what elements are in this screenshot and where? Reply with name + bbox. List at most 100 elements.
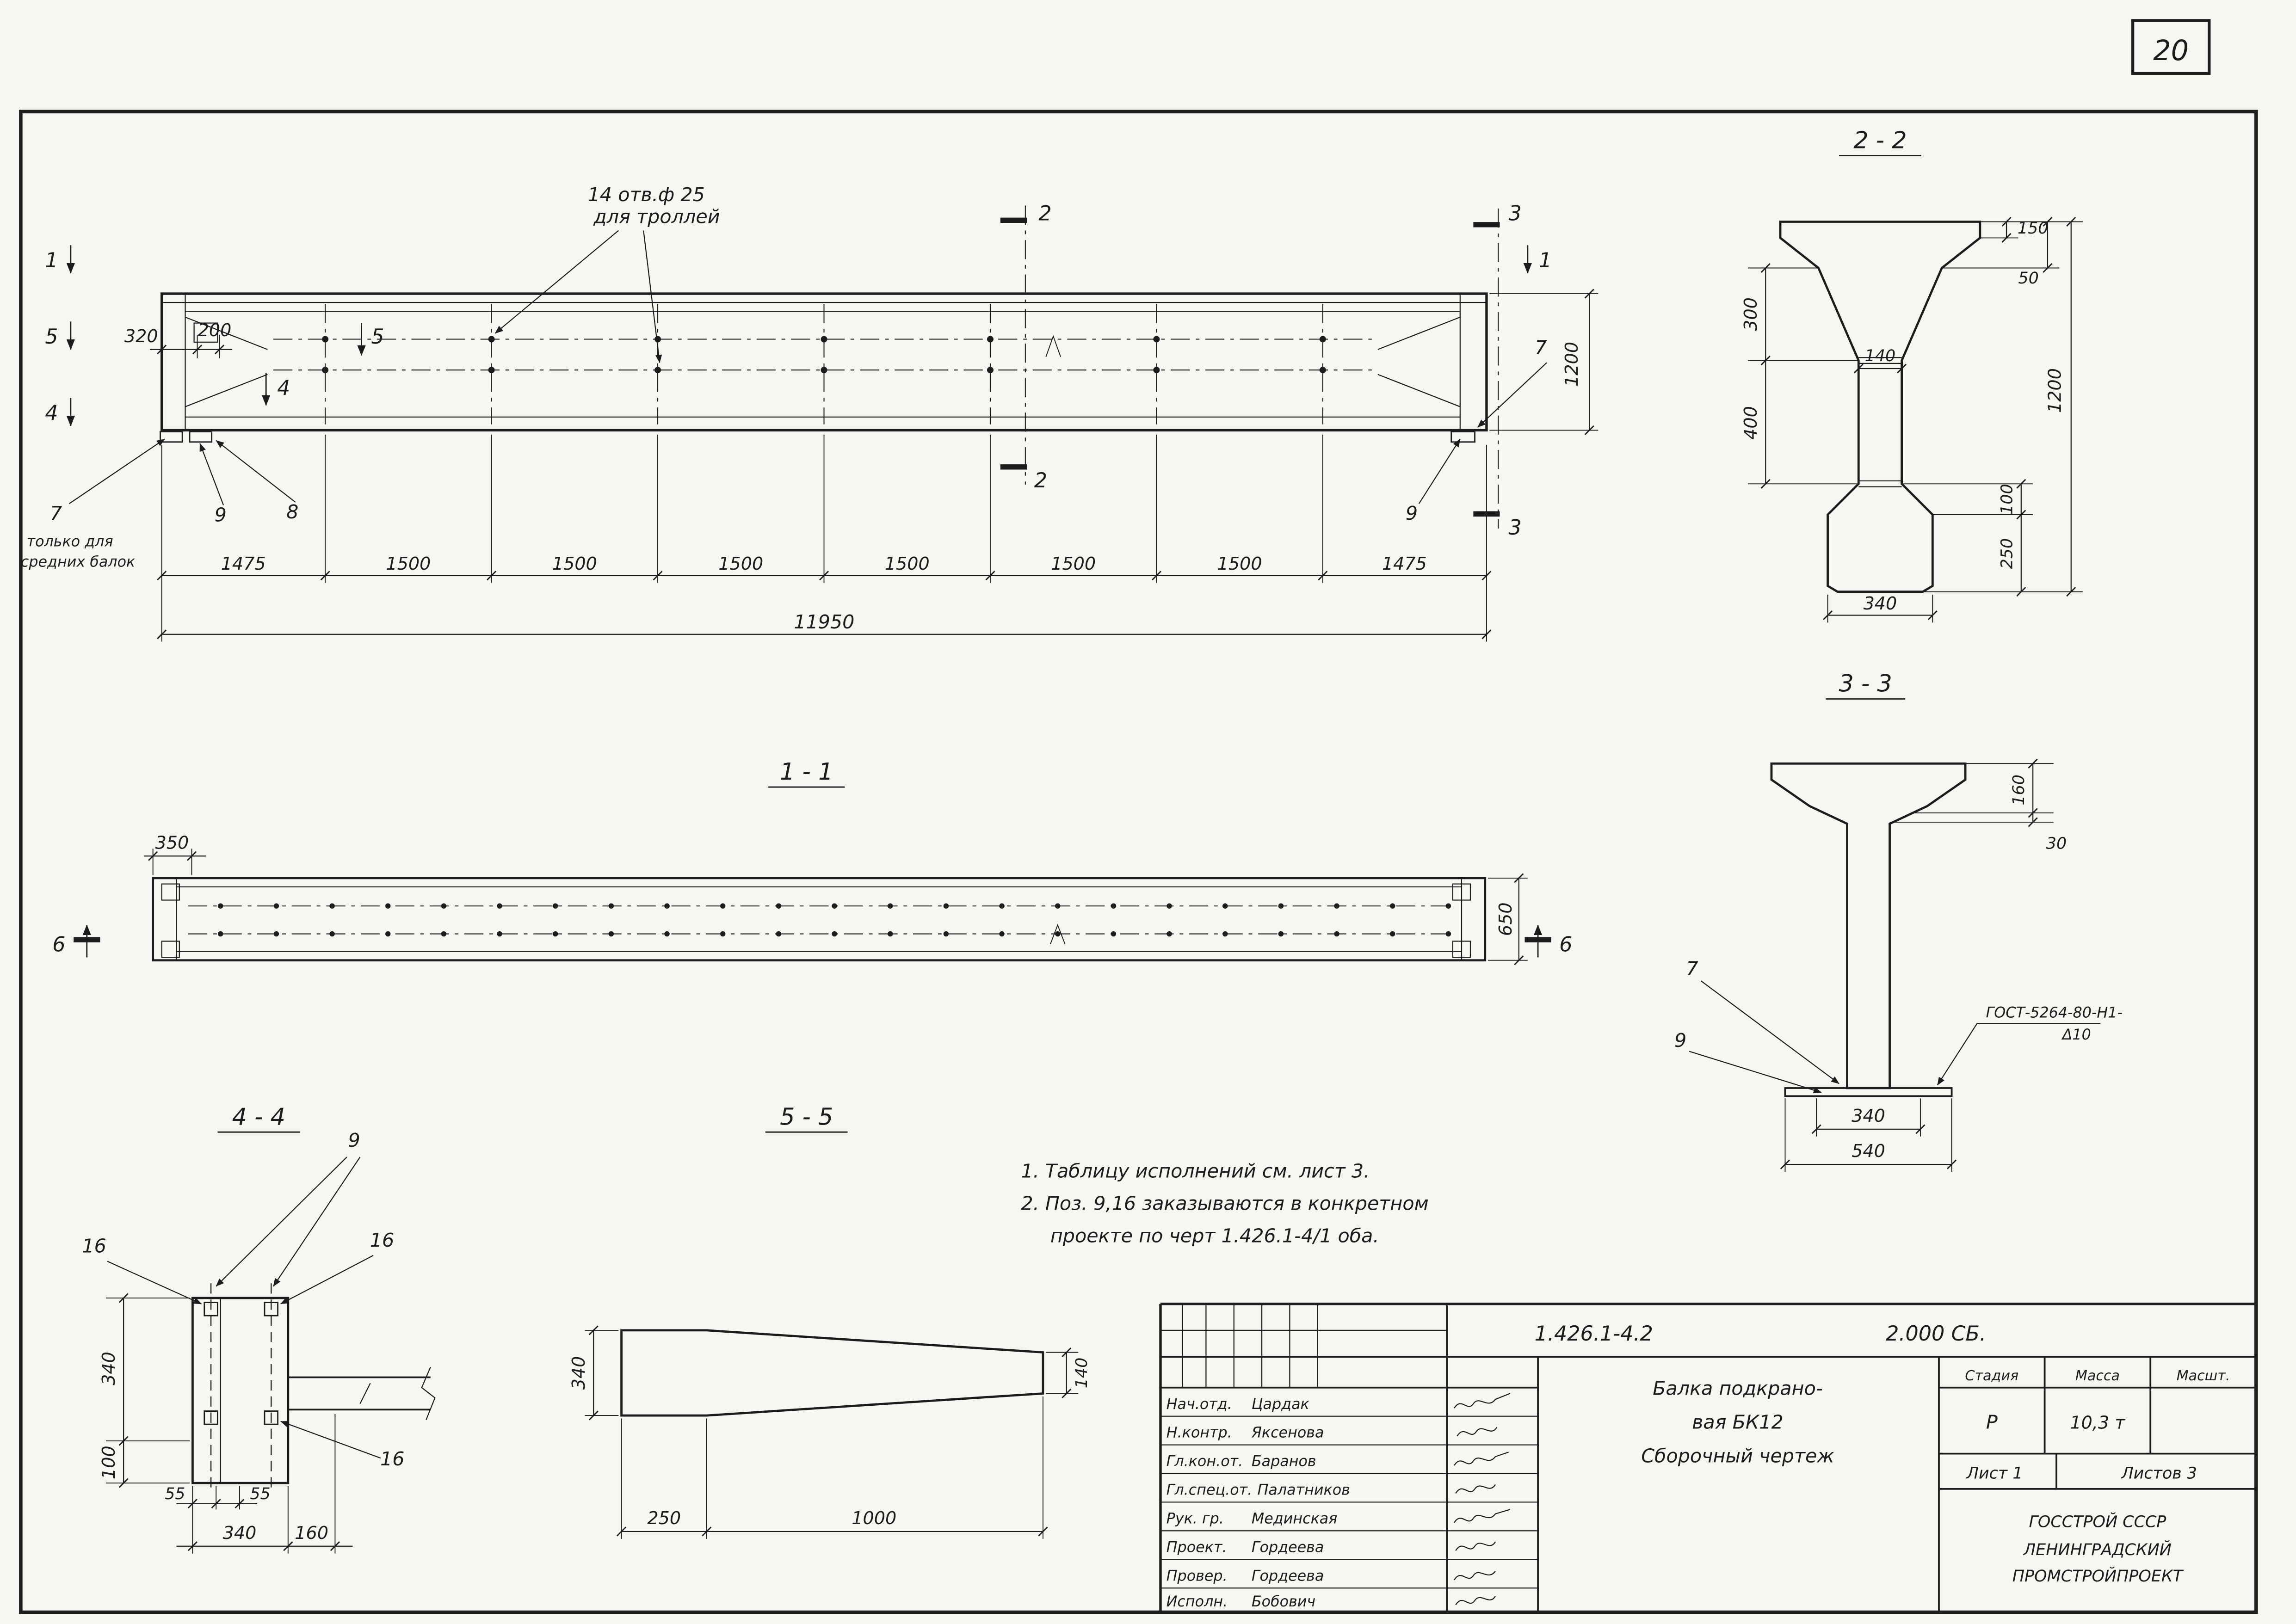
pos-label-7-right: 7 [1535, 336, 1547, 358]
drawing-title-line3: Сборочный чертеж [1641, 1445, 1834, 1467]
role-label: Нач.отд. [1167, 1396, 1232, 1413]
bolt-detail [264, 1410, 279, 1425]
pos-label-7: 7 [1686, 957, 1698, 979]
pos-label-8: 8 [286, 501, 298, 523]
dim-label: 1200 [1562, 342, 1582, 387]
person-name: Палатников [1258, 1482, 1350, 1499]
section-5-5: 5 - 5 340 140 250 1000 [568, 1103, 1091, 1539]
beam-elevation-view: 1 5 4 320 200 5 4 14 отв.ф 25 для тролле… [21, 184, 1599, 642]
dim-label: 100 [1998, 484, 2017, 515]
doc-code: 2.000 СБ. [1886, 1322, 1986, 1346]
pos-label-9: 9 [1674, 1029, 1686, 1052]
dim-label: 250 [1998, 538, 2017, 569]
dim-label: 320 [124, 326, 158, 346]
dim-total-label: 11950 [794, 611, 854, 633]
section-marker-4-inner: 4 [277, 376, 290, 400]
pos-label-9-right: 9 [1406, 502, 1418, 524]
section-marker-1-right: 1 [1539, 249, 1552, 272]
person-name: Яксенова [1251, 1425, 1324, 1441]
end-detail [193, 322, 218, 343]
dim-label: 1500 [885, 554, 930, 574]
dim-label: 160 [2010, 775, 2028, 806]
dim-label: 140 [1865, 347, 1896, 365]
section-title: 3 - 3 [1839, 670, 1892, 697]
note-line3: проекте по черт 1.426.1-4/1 оба. [1050, 1224, 1379, 1247]
sheet-number-box [2131, 19, 2211, 75]
note-line1: 1. Таблицу исполнений см. лист 3. [1021, 1160, 1370, 1182]
bearing-plate [189, 431, 213, 443]
role-label: Гл.кон.от. [1167, 1453, 1243, 1470]
dim-label: 55 [165, 1485, 185, 1503]
section-marker-5-inner: 5 [371, 325, 384, 349]
section-marker-3-top: 3 [1509, 202, 1522, 225]
dim-label: 1500 [1217, 554, 1262, 574]
end-unit-outline [191, 1297, 290, 1484]
cross-section-outline [1779, 221, 1981, 593]
dim-label: 1475 [1382, 554, 1427, 574]
bolt-detail [204, 1302, 218, 1316]
cross-section-outline [1770, 762, 1967, 1089]
dim-label: 150 [2018, 219, 2049, 238]
dim-label: 140 [1073, 1358, 1091, 1389]
drawing-title-line1: Балка подкрано- [1653, 1378, 1823, 1400]
hole-note-line2: для троллей [593, 206, 720, 228]
person-name: Гордеева [1252, 1568, 1324, 1584]
bottom-plate [1784, 1087, 1953, 1097]
dim-label: 350 [155, 832, 189, 853]
sheet-number: 20 [2153, 35, 2189, 67]
dim-label: 100 [99, 1446, 119, 1479]
person-name: Бобович [1252, 1593, 1315, 1610]
bolt-detail [204, 1410, 218, 1425]
doc-number: 1.426.1-4.2 [1535, 1322, 1653, 1346]
section-marker-2-top: 2 [1038, 202, 1051, 225]
dim-label: 1200 [2045, 368, 2065, 413]
section-title: 2 - 2 [1853, 127, 1907, 154]
section-title: 5 - 5 [780, 1103, 833, 1130]
section-marker-1-left: 1 [45, 249, 58, 272]
pos-label-9-left: 9 [215, 504, 227, 526]
dim-label: 1500 [718, 554, 763, 574]
mass-value: 10,3 т [2070, 1413, 2126, 1433]
dim-label: 200 [198, 320, 232, 340]
sheet-frame: 20 [19, 19, 2258, 1614]
dim-label: 650 [1495, 902, 1516, 936]
section-marker-6-left: 6 [52, 933, 65, 957]
drawing-border [19, 110, 2258, 1614]
notes: 1. Таблицу исполнений см. лист 3. 2. Поз… [1021, 1160, 1428, 1247]
dim-label: 1500 [552, 554, 597, 574]
sheets-label: Листов 3 [2120, 1464, 2197, 1483]
person-name: Цардак [1252, 1396, 1309, 1413]
dim-label: 30 [2046, 834, 2067, 853]
role-label: Н.контр. [1167, 1425, 1232, 1441]
weld-note-line2: Δ10 [2061, 1027, 2091, 1043]
dim-label: 340 [1864, 593, 1897, 614]
dim-label: 340 [99, 1352, 119, 1385]
dim-label: 540 [1852, 1141, 1885, 1161]
dim-label: 1000 [852, 1508, 896, 1528]
role-label: Рук. гр. [1167, 1510, 1224, 1527]
side-note-line2: средних балок [21, 554, 135, 571]
section-marker-6-right: 6 [1559, 933, 1572, 957]
dim-label: 340 [223, 1523, 257, 1543]
person-name: Баранов [1252, 1453, 1316, 1470]
section-marker-2-bottom: 2 [1034, 469, 1047, 492]
pos-label-16: 16 [370, 1229, 395, 1251]
bolt-detail [264, 1302, 279, 1316]
taper-plate-outline [620, 1329, 1044, 1417]
title-block: 1.426.1-4.2 2.000 СБ. Нач.отд. Цардак Н.… [1159, 1303, 2256, 1612]
dim-label: 1475 [221, 554, 266, 574]
org-line1: ГОССТРОЙ СССР [2029, 1512, 2166, 1531]
section-title: 4 - 4 [232, 1103, 285, 1130]
person-name: Гордеева [1252, 1539, 1324, 1556]
plan-outline [152, 877, 1487, 962]
pos-label-16: 16 [380, 1448, 405, 1470]
dim-label: 50 [2018, 269, 2038, 288]
pos-label-7-left: 7 [50, 502, 62, 524]
note-line2: 2. Поз. 9,16 заказываются в конкретном [1021, 1193, 1428, 1215]
sheet-label: Лист 1 [1966, 1464, 2023, 1483]
dim-label: 340 [1852, 1106, 1885, 1126]
drawing-title-line2: вая БК12 [1692, 1411, 1784, 1433]
role-label: Гл.спец.от. [1167, 1482, 1253, 1499]
